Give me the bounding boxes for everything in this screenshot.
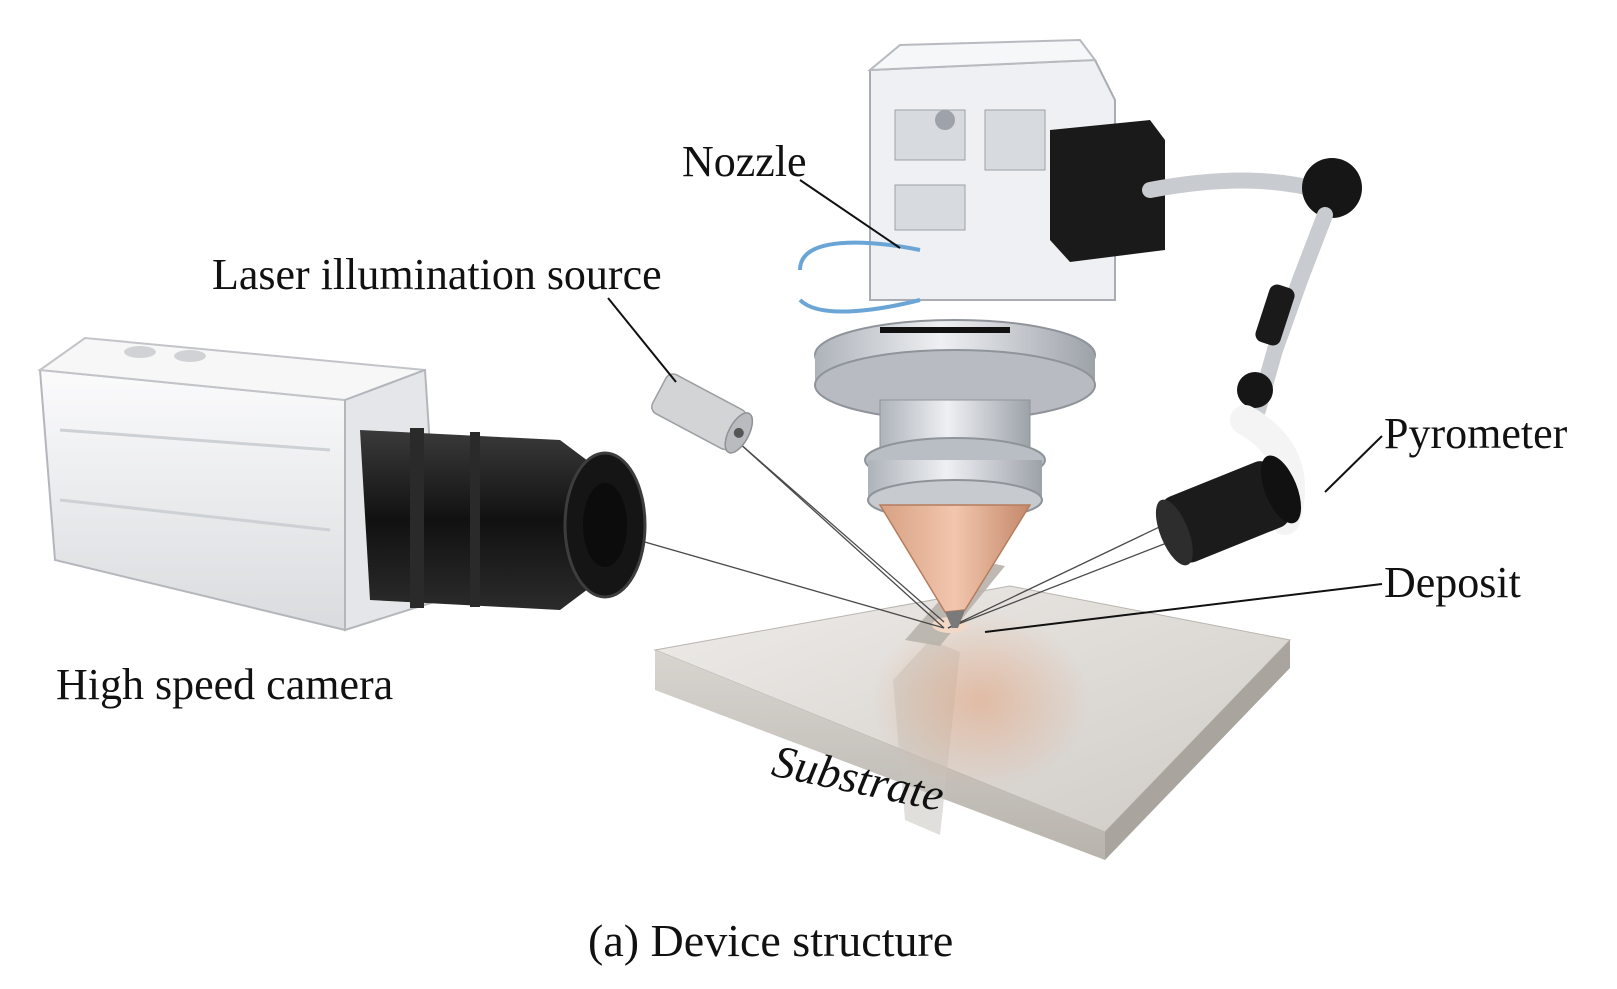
substrate-plate bbox=[653, 585, 1291, 860]
nozzle-assembly bbox=[798, 38, 1165, 628]
beam-lines bbox=[609, 441, 1196, 629]
pyrometer-label: Pyrometer bbox=[1384, 409, 1568, 458]
leader-lines bbox=[607, 179, 1383, 633]
laser-leader-line bbox=[607, 297, 677, 383]
nozzle-leader-line bbox=[799, 179, 901, 249]
deposit-leader-line bbox=[984, 583, 1383, 633]
pyrometer-device bbox=[1142, 158, 1362, 566]
camera-label: High speed camera bbox=[56, 660, 394, 709]
laser-source-label: Laser illumination source bbox=[212, 250, 662, 299]
deposit-label: Deposit bbox=[1384, 558, 1521, 607]
camera-device bbox=[37, 336, 647, 632]
pyrometer-leader-line bbox=[1324, 435, 1383, 493]
figure-caption: (a) Device structure bbox=[588, 915, 954, 966]
laser-source-device bbox=[651, 373, 754, 454]
nozzle-label: Nozzle bbox=[682, 137, 807, 186]
